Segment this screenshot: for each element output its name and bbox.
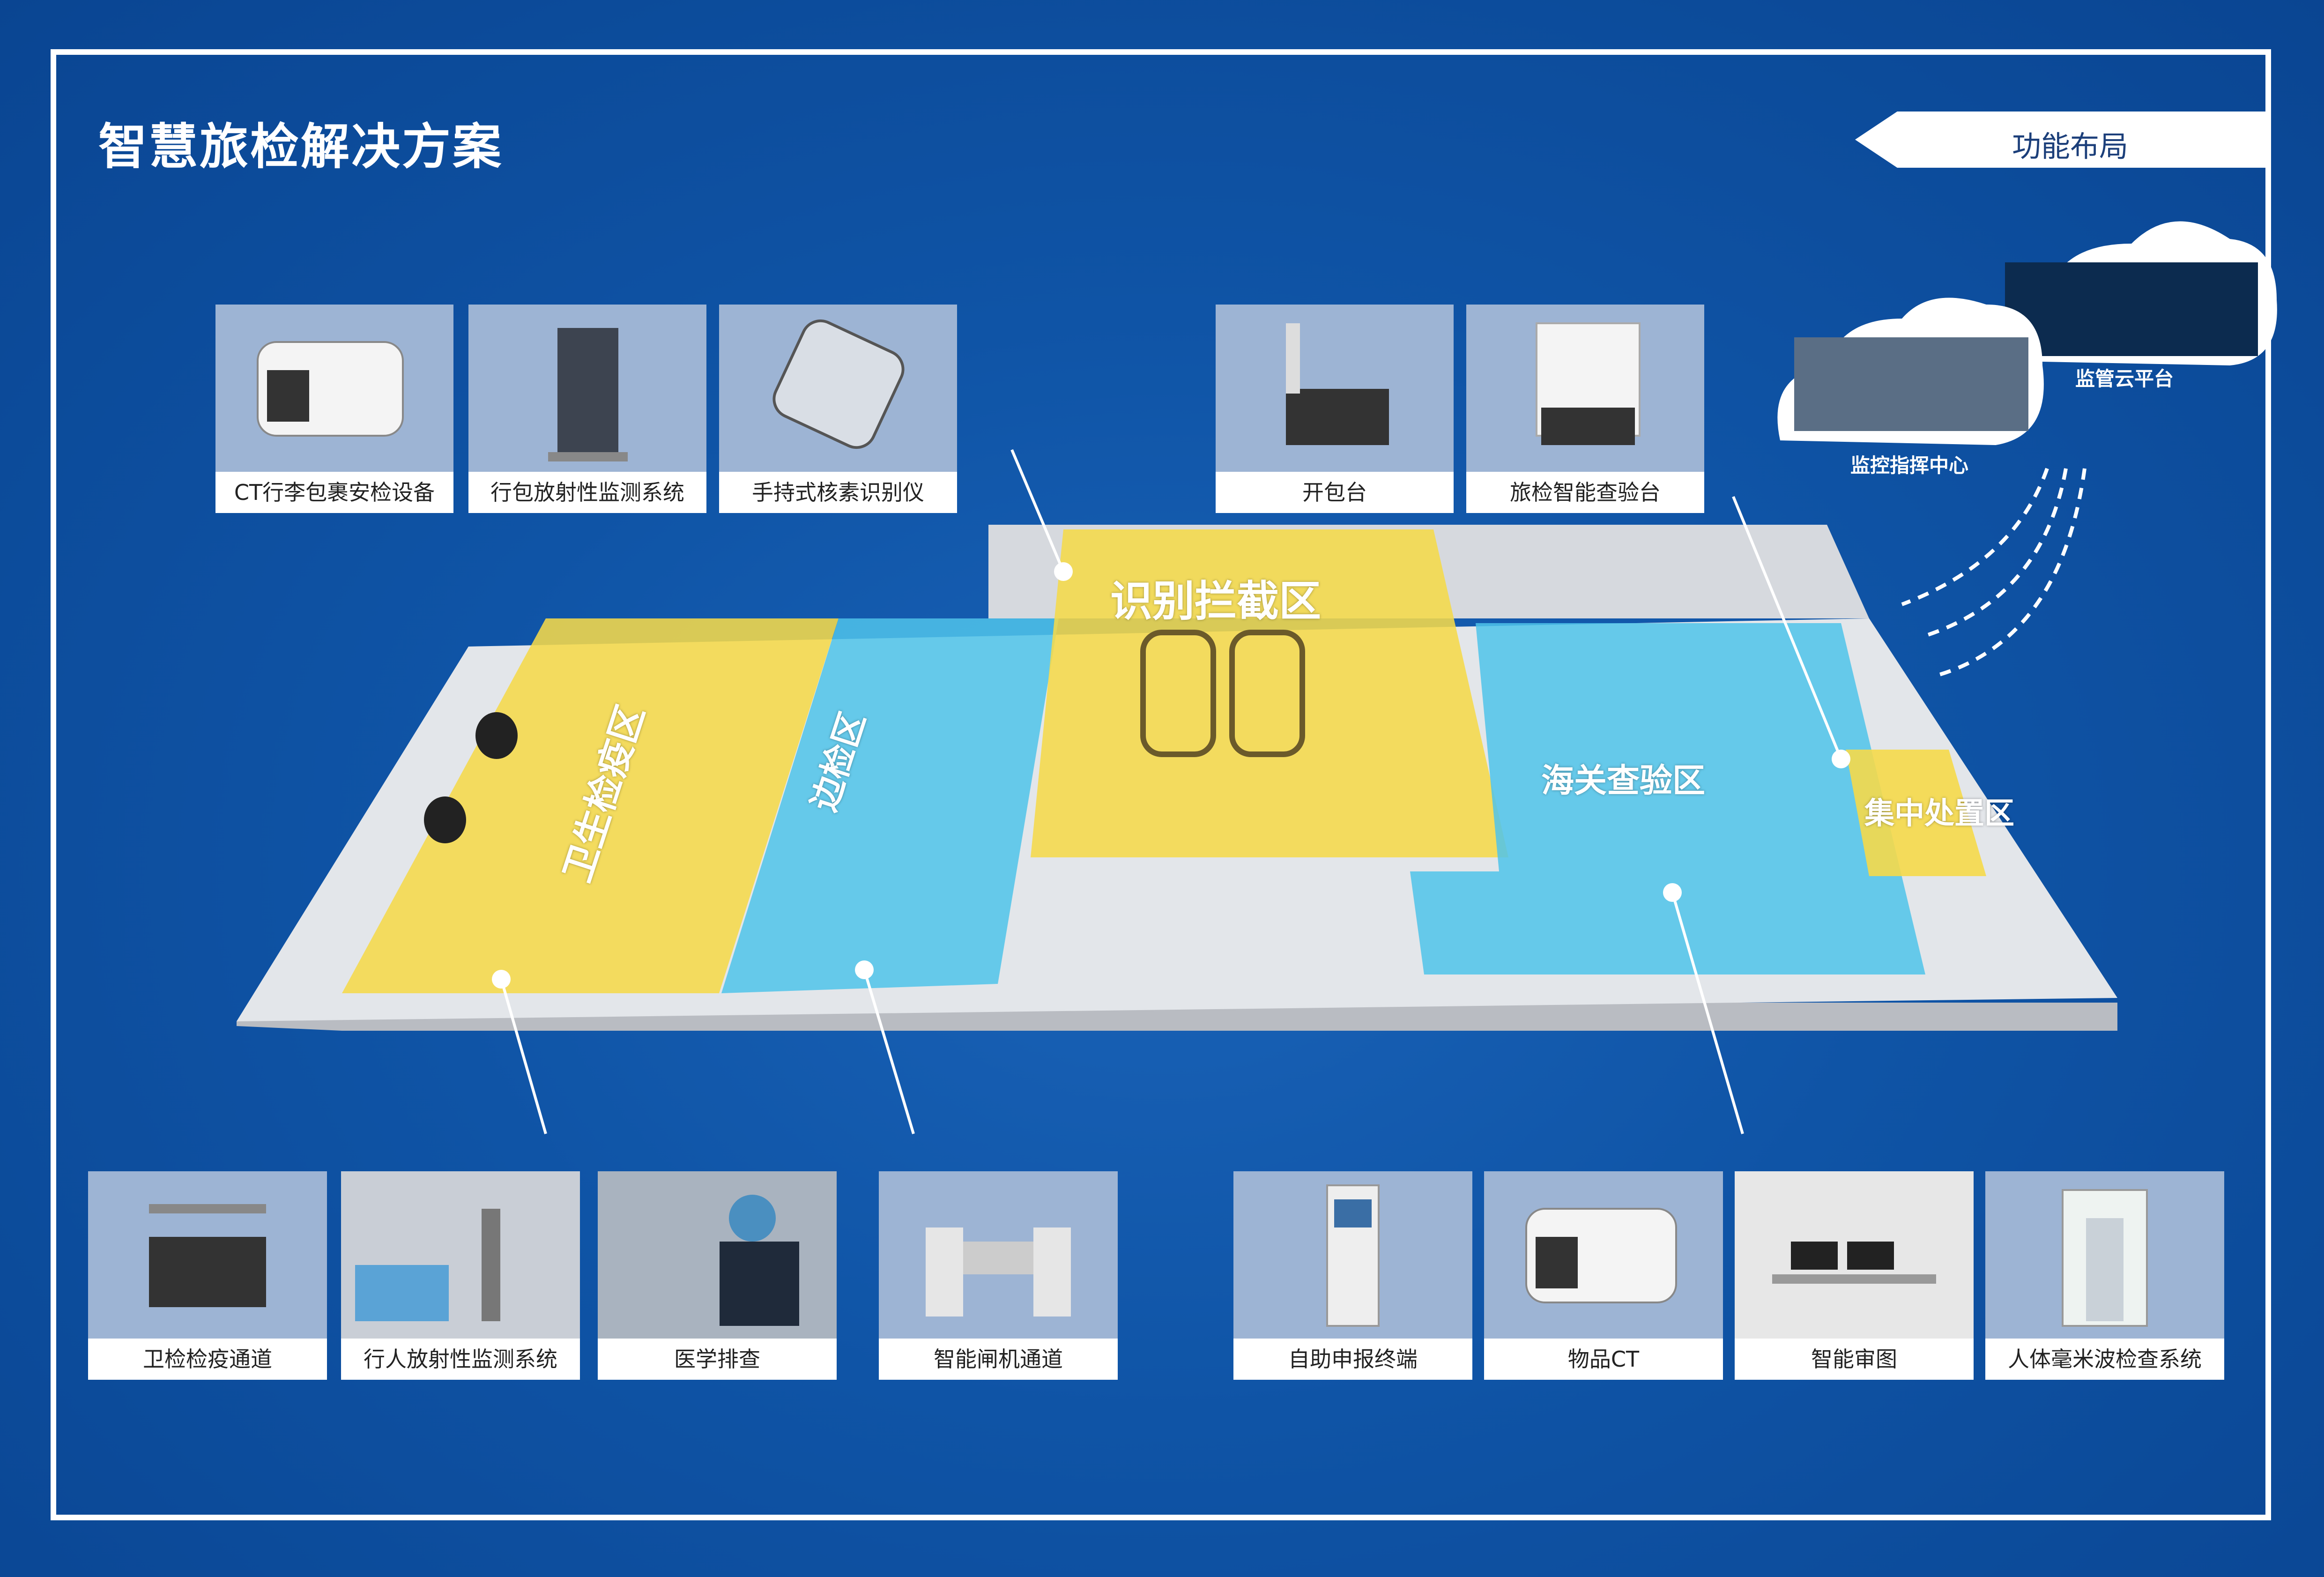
pedestrian-monitor-icon (341, 1171, 580, 1339)
gate-mark-2 (424, 796, 466, 843)
card-pedestrian-radiation: 行人放射性监测系统 (341, 1171, 580, 1380)
card-caption: 卫检检疫通道 (143, 1346, 272, 1372)
body-scanner-icon (1985, 1171, 2224, 1339)
card-caption: 行人放射性监测系统 (364, 1346, 557, 1372)
connector-border (863, 969, 915, 1134)
handheld-device-icon (719, 305, 957, 472)
card-open-bag-table: 开包台 (1216, 305, 1454, 513)
zone-label-customs: 海关查验区 (1541, 761, 1705, 800)
card-smart-inspection-desk: 旅检智能查验台 (1466, 305, 1704, 513)
page-frame (51, 49, 2271, 1520)
card-smart-gate: 智能闸机通道 (879, 1171, 1118, 1380)
cloud-screen-right (2005, 262, 2258, 356)
connector-dot-top-left (1054, 562, 1073, 581)
radiation-panel-icon (468, 305, 706, 472)
card-quarantine-channel: 卫检检疫通道 (88, 1171, 327, 1380)
card-medical-screening: 医学排查 (598, 1171, 837, 1380)
signal-arc-1 (1901, 468, 2049, 606)
card-self-declaration-kiosk: 自助申报终端 (1233, 1171, 1472, 1380)
page-title: 智慧旅检解决方案 (98, 118, 504, 175)
card-caption: 开包台 (1302, 480, 1367, 505)
cloud-screen-left (1794, 337, 2028, 431)
connector-dot-top-right (1832, 750, 1850, 768)
connector-top-left (1010, 449, 1065, 573)
connector-dot-customs (1663, 883, 1682, 902)
card-handheld-nuclide: 手持式核素识别仪 (719, 305, 957, 513)
smart-desk-icon (1466, 305, 1704, 472)
kiosk-icon (1233, 1171, 1472, 1339)
image-review-icon (1735, 1171, 1974, 1339)
inspection-table-icon (1216, 305, 1454, 472)
gate-mark-1 (475, 712, 518, 759)
zone-label-disposal: 集中处置区 (1864, 796, 2014, 831)
card-baggage-radiation: 行包放射性监测系统 (468, 305, 706, 513)
card-caption: 智能闸机通道 (934, 1346, 1063, 1372)
zone-disposal-area (1846, 750, 1986, 876)
card-item-ct: 物品CT (1484, 1171, 1723, 1380)
ct-scanner-icon (215, 305, 453, 472)
card-caption: 智能审图 (1811, 1346, 1897, 1372)
signal-arc-3 (1938, 468, 2086, 677)
card-ct-baggage: CT行李包裹安检设备 (215, 305, 453, 513)
conveyor-mark-2 (1229, 630, 1305, 757)
zone-label-intercept: 识别拦截区 (1110, 577, 1321, 626)
card-caption: 行包放射性监测系统 (490, 480, 684, 505)
layout-tag: 功能布局 (1855, 112, 2267, 168)
card-caption: 物品CT (1567, 1346, 1640, 1372)
card-mmwave-body-scanner: 人体毫米波检查系统 (1985, 1171, 2224, 1380)
connector-customs (1671, 892, 1744, 1134)
card-caption: 人体毫米波检查系统 (2008, 1346, 2202, 1372)
card-caption: 自助申报终端 (1288, 1346, 1418, 1372)
card-caption: CT行李包裹安检设备 (234, 480, 435, 505)
card-smart-image-review: 智能审图 (1735, 1171, 1974, 1380)
connector-dot-quarantine (492, 970, 511, 989)
cloud-label-left: 监控指挥中心 (1850, 454, 1969, 477)
zone-customs-area (1410, 623, 1925, 974)
quarantine-gate-icon (88, 1171, 327, 1339)
connector-quarantine (500, 979, 547, 1134)
medical-check-icon (598, 1171, 837, 1339)
connector-top-right (1732, 496, 1842, 760)
card-caption: 手持式核素识别仪 (752, 480, 924, 505)
zone-border-area (721, 618, 1059, 993)
zone-quarantine-area (342, 618, 839, 993)
layout-tag-label: 功能布局 (2012, 129, 2129, 164)
zone-intercept-area (1031, 529, 1508, 857)
ct-scanner-icon (1484, 1171, 1723, 1339)
conveyor-mark-1 (1140, 630, 1216, 757)
card-caption: 旅检智能查验台 (1510, 480, 1661, 505)
smart-gate-icon (879, 1171, 1118, 1339)
signal-arc-2 (1920, 468, 2068, 639)
connector-dot-border (855, 960, 874, 979)
card-caption: 医学排查 (674, 1346, 760, 1372)
cloud-label-right: 监管云平台 (2075, 367, 2174, 390)
